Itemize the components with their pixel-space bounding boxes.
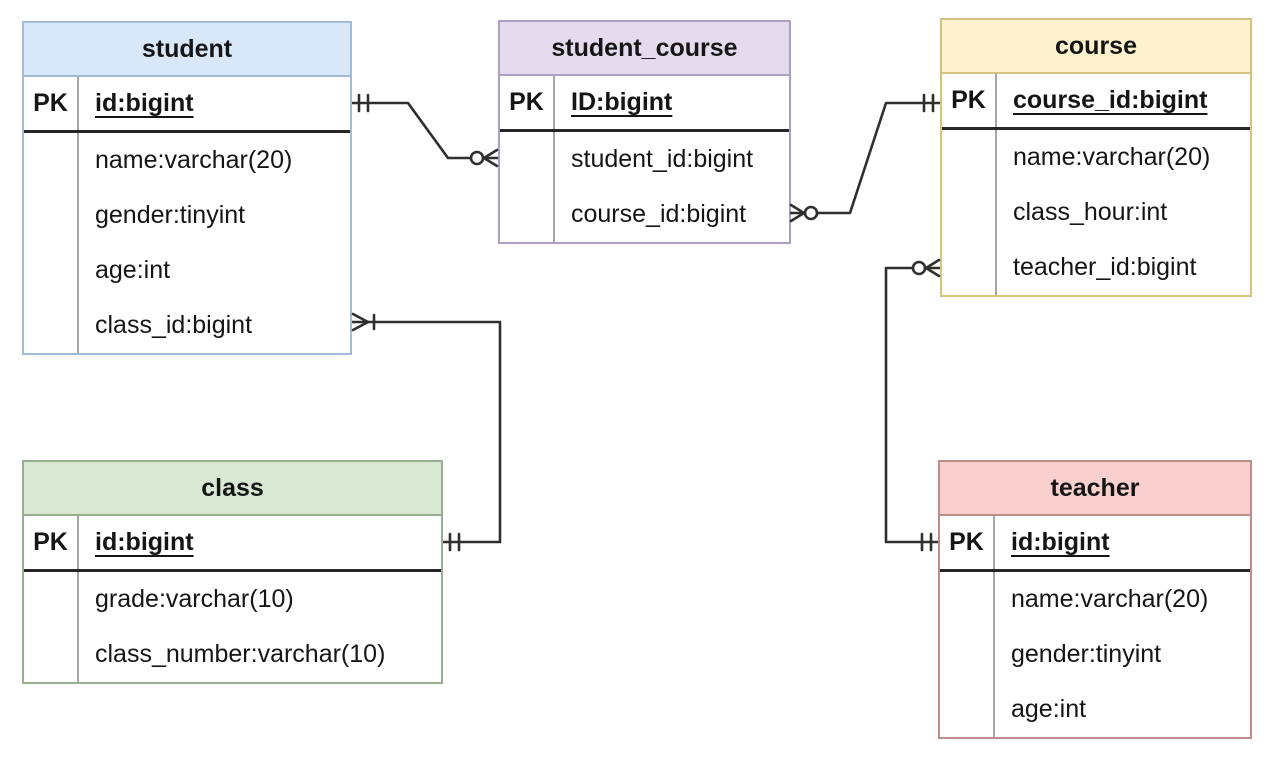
pk-column-spacer [940,627,995,682]
cardinality-one-marker [448,532,461,552]
pk-field-label: ID:bigint [571,88,673,116]
entity-field-row: gender:tinyint [940,627,1250,682]
pk-column-spacer [500,187,555,242]
pk-field-cell: ID:bigint [555,76,789,129]
cardinality-one-marker [920,532,933,552]
primary-key-row: PK id:bigint [24,77,350,133]
entity-title: teacher [940,462,1250,516]
cardinality-one-marker [922,93,935,113]
field-label: teacher_id:bigint [1013,253,1197,281]
entity-field-row: student_id:bigint [500,132,789,187]
relationship-student_course-to-course [790,101,940,215]
pk-column-spacer [942,185,997,240]
cardinality-zero-many-marker [789,203,819,223]
field-label: class_number:varchar(10) [95,640,386,668]
pk-badge: PK [942,74,997,127]
pk-column-spacer [24,572,79,627]
pk-field-cell: id:bigint [79,516,441,569]
pk-column-spacer [24,133,79,188]
entity-field-row: name:varchar(20) [942,130,1250,185]
pk-column-spacer [24,188,79,243]
entity-field-row: class_number:varchar(10) [24,627,441,682]
pk-column-spacer [500,132,555,187]
entity-title: course [942,20,1250,74]
entity-title: class [24,462,441,516]
entity-field-row: name:varchar(20) [24,133,350,188]
pk-badge: PK [940,516,995,569]
pk-column-spacer [24,627,79,682]
field-label: name:varchar(20) [1013,143,1211,171]
entity-field-row: gender:tinyint [24,188,350,243]
pk-badge: PK [24,516,79,569]
entity-field-row: age:int [24,243,350,298]
entity-field-row: name:varchar(20) [940,572,1250,627]
pk-column-spacer [24,243,79,298]
field-label: class_hour:int [1013,198,1168,226]
pk-column-spacer [942,130,997,185]
entity-field-row: age:int [940,682,1250,737]
pk-field-cell: course_id:bigint [997,74,1250,127]
field-label: student_id:bigint [571,145,754,173]
primary-key-row: PK ID:bigint [500,76,789,132]
cardinality-one-marker [357,93,370,113]
pk-badge: PK [500,76,555,129]
pk-field-cell: id:bigint [79,77,350,130]
entity-field-row: class_hour:int [942,185,1250,240]
primary-key-row: PK course_id:bigint [942,74,1250,130]
cardinality-zero-many-marker [911,258,941,278]
entity-title: student [24,23,350,77]
entity-title: student_course [500,22,789,76]
pk-field-label: id:bigint [1011,528,1110,556]
entity-field-row: grade:varchar(10) [24,572,441,627]
relationship-course-to-teacher [884,266,940,544]
pk-column-spacer [942,240,997,295]
field-label: gender:tinyint [1011,640,1162,668]
field-label: age:int [1011,695,1087,723]
cardinality-zero-many-marker [469,148,499,168]
pk-field-label: id:bigint [95,89,194,117]
pk-field-label: id:bigint [95,528,194,556]
field-label: grade:varchar(10) [95,585,294,613]
cardinality-one-many-marker [351,312,376,332]
pk-field-label: course_id:bigint [1013,86,1208,114]
primary-key-row: PK id:bigint [940,516,1250,572]
field-label: name:varchar(20) [95,146,293,174]
entity-field-row: teacher_id:bigint [942,240,1250,295]
primary-key-row: PK id:bigint [24,516,441,572]
field-label: course_id:bigint [571,200,747,228]
field-label: name:varchar(20) [1011,585,1209,613]
pk-field-cell: id:bigint [995,516,1250,569]
pk-column-spacer [940,682,995,737]
field-label: class_id:bigint [95,311,253,339]
pk-column-spacer [24,298,79,353]
pk-column-spacer [940,572,995,627]
field-label: age:int [95,256,171,284]
field-label: gender:tinyint [95,201,246,229]
pk-badge: PK [24,77,79,130]
entity-field-row: course_id:bigint [500,187,789,242]
relationship-student-to-student_course [352,101,498,160]
entity-field-row: class_id:bigint [24,298,350,353]
